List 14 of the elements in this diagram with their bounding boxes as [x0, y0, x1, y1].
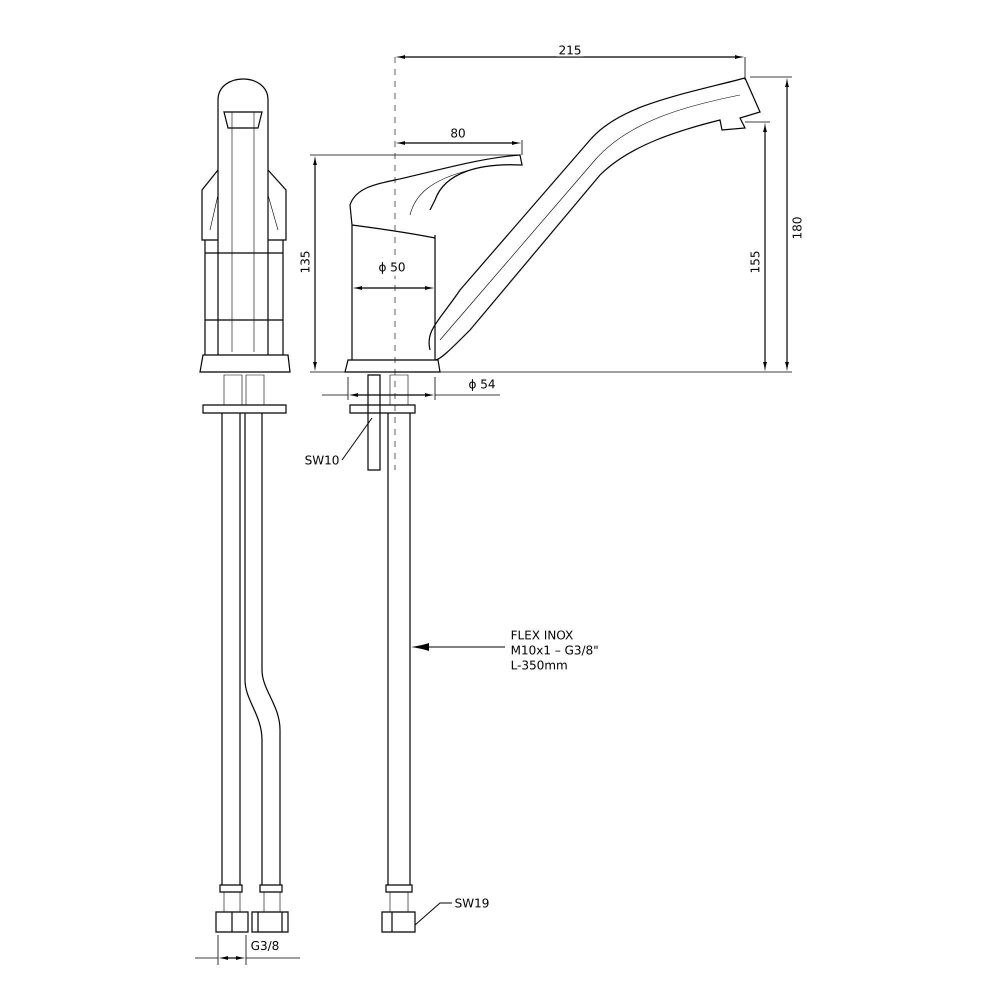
dimension-label: 215	[556, 43, 584, 57]
dimension-label: ϕ 54	[466, 377, 498, 393]
dimension-label: G3/8	[248, 939, 282, 954]
callout-text: SW10	[305, 455, 339, 465]
dimension-label: 155	[748, 248, 762, 276]
callout-text: FLEX INOX M10x1 – G3/8" L-350mm	[512, 630, 598, 670]
dimension-label: ϕ 50	[376, 260, 408, 276]
callout-text: SW19	[455, 898, 489, 908]
dimension-label: 135	[298, 248, 312, 276]
leader-line	[414, 902, 452, 926]
dimension-label: 80	[448, 126, 468, 140]
leader-line	[414, 643, 506, 651]
dimension-label: 180	[790, 214, 804, 242]
leader-line	[342, 418, 372, 460]
